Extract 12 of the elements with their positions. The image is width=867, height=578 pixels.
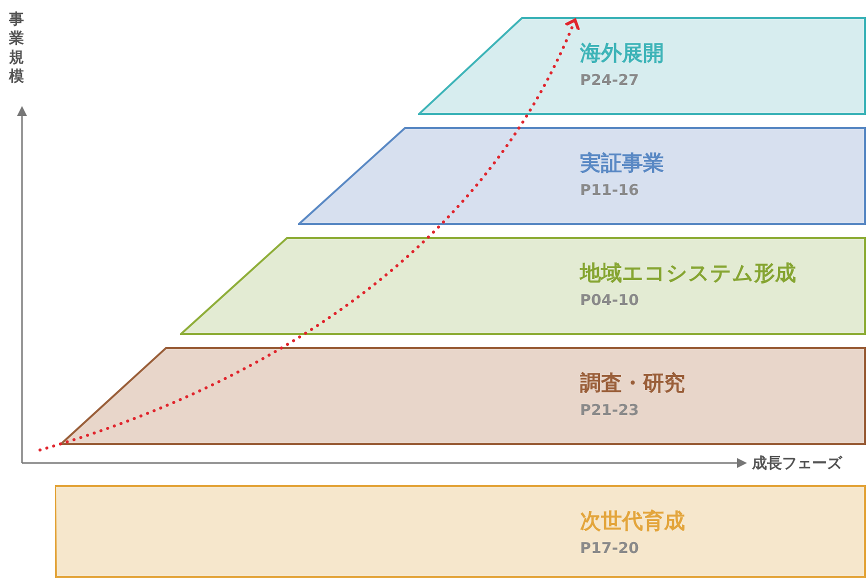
page-reference: P04-10	[580, 291, 639, 309]
stage-title: 調査・研究	[580, 370, 685, 397]
stage-title: 地域エコシステム形成	[580, 260, 796, 287]
stage-title: 実証事業	[580, 150, 664, 177]
page-reference: P21-23	[580, 401, 639, 419]
stage-title: 海外展開	[580, 40, 664, 67]
axis-label: 成長フェーズ	[752, 454, 842, 473]
page-reference: P17-20	[580, 539, 639, 557]
stage-title: 次世代育成	[580, 508, 685, 535]
axis-label: 事業規模	[9, 10, 25, 86]
page-reference: P24-27	[580, 71, 639, 89]
page-reference: P11-16	[580, 181, 639, 199]
